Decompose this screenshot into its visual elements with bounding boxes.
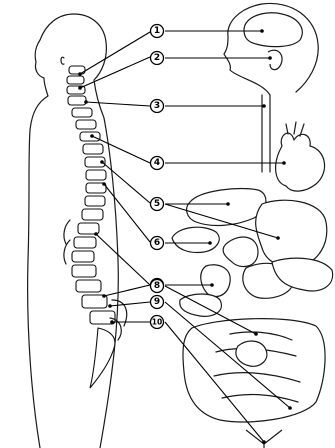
vertebra — [83, 144, 103, 154]
vertebra — [85, 196, 105, 206]
vertebra — [72, 108, 92, 117]
marker-2-label: 2 — [154, 53, 160, 63]
brain — [244, 13, 302, 47]
marker-1-label: 1 — [154, 26, 160, 36]
vertebra — [80, 132, 100, 141]
vertebra — [68, 96, 86, 105]
marker-6: 6 — [151, 237, 164, 250]
spinal-column — [64, 66, 127, 388]
marker-10-label: 10 — [152, 318, 162, 327]
marker-1: 1 — [151, 25, 164, 38]
ear — [268, 50, 282, 69]
marker-9-label: 9 — [154, 297, 160, 307]
marker-10: 10 — [151, 316, 164, 329]
vertebra — [72, 251, 94, 262]
vertebra — [72, 265, 96, 277]
gallbladder — [172, 227, 219, 252]
vertebra — [76, 280, 101, 292]
bladder — [236, 341, 267, 366]
marker-8-label: 8 — [154, 281, 160, 291]
marker-4: 4 — [151, 157, 164, 170]
marker-5: 5 — [151, 198, 164, 211]
vertebra — [82, 209, 103, 220]
marker-3-label: 3 — [154, 101, 160, 111]
marker-6-label: 6 — [154, 238, 160, 248]
marker-5-label: 5 — [154, 199, 160, 209]
marker-2: 2 — [151, 52, 164, 65]
marker-4-label: 4 — [154, 158, 160, 168]
markers: 1 2 3 4 5 6 7 8 — [151, 25, 164, 329]
vertebra — [67, 76, 84, 84]
stomach — [256, 200, 327, 267]
vertebra — [86, 170, 106, 180]
vertebra — [74, 237, 96, 248]
reproductive-organ — [246, 430, 282, 448]
marker-8: 8 — [151, 280, 164, 293]
heart — [276, 122, 325, 191]
liver — [187, 189, 266, 226]
marker-9: 9 — [151, 296, 164, 309]
marker-3: 3 — [151, 100, 164, 113]
vertebra — [76, 120, 96, 129]
